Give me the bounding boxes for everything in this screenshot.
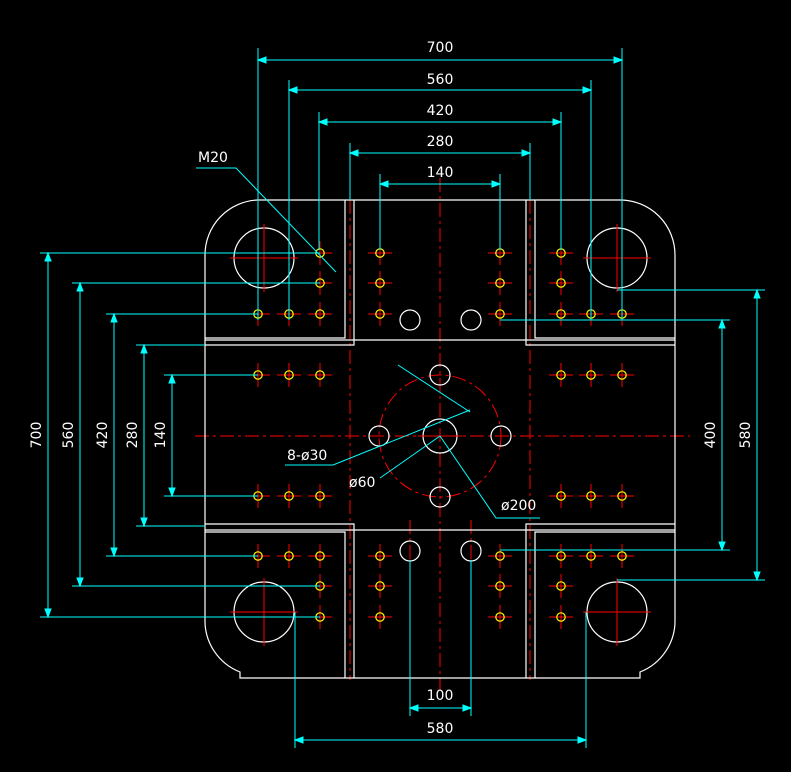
- m20-threaded-hole: [556, 551, 566, 561]
- ejector-hole: [460, 309, 482, 331]
- slot-bracket-tr: [525, 200, 675, 346]
- m20-threaded-hole: [586, 491, 596, 501]
- m20-threaded-hole: [284, 491, 294, 501]
- m20-threaded-hole: [284, 551, 294, 561]
- m20-threaded-hole: [495, 551, 505, 561]
- dim-right-400: 400: [703, 422, 719, 449]
- leader-8-d30: [285, 409, 471, 466]
- m20-threaded-hole: [556, 278, 566, 288]
- callout-small-holes: 8-ø30: [287, 448, 327, 464]
- dim-top-140: 140: [427, 165, 454, 181]
- slot-bracket-br: [525, 523, 675, 678]
- dim-bottom-100: 100: [427, 688, 454, 704]
- dim-left-420: 420: [95, 422, 111, 449]
- pcd-hole: [429, 486, 451, 508]
- pcd-hole: [429, 364, 451, 386]
- m20-threaded-hole: [315, 309, 325, 319]
- dim-left-280: 280: [125, 422, 141, 449]
- m20-threaded-hole: [556, 581, 566, 591]
- m20-threaded-hole: [315, 551, 325, 561]
- m20-threaded-hole: [375, 581, 385, 591]
- m20-threaded-hole: [315, 370, 325, 380]
- m20-threaded-hole: [375, 309, 385, 319]
- dim-right-580: 580: [738, 422, 754, 449]
- slot-bracket-tl: [205, 200, 355, 346]
- m20-threaded-hole: [495, 309, 505, 319]
- leader-d200: [439, 435, 540, 519]
- leader-d60: [397, 364, 471, 413]
- dim-top-280: 280: [427, 134, 454, 150]
- ejector-hole: [399, 309, 421, 331]
- slot-bracket-bl: [205, 523, 355, 678]
- dim-top-420: 420: [427, 103, 454, 119]
- m20-threaded-hole: [284, 370, 294, 380]
- leader-m20: [196, 167, 337, 273]
- m20-threaded-hole: [495, 612, 505, 622]
- m20-threaded-hole: [617, 370, 627, 380]
- callout-pcd: ø200: [501, 498, 536, 514]
- dim-left-560: 560: [61, 422, 77, 449]
- m20-threaded-hole: [586, 370, 596, 380]
- m20-threaded-hole: [556, 491, 566, 501]
- tiebar-centermarks: [230, 224, 651, 646]
- callout-m20: M20: [198, 150, 228, 166]
- dim-left-140: 140: [153, 422, 169, 449]
- dim-top-700: 700: [427, 40, 454, 56]
- dim-top-560: 560: [427, 72, 454, 88]
- centerlines: [195, 178, 690, 690]
- m20-threaded-hole: [315, 491, 325, 501]
- m20-threaded-hole: [495, 278, 505, 288]
- m20-threaded-hole: [375, 278, 385, 288]
- dimension-labels: 700 560 420 280 140 700 560 420 280 140 …: [29, 40, 754, 737]
- m20-threaded-hole: [495, 581, 505, 591]
- m20-threaded-hole: [375, 551, 385, 561]
- callout-center-hole: ø60: [349, 475, 375, 491]
- dim-left-700: 700: [29, 422, 45, 449]
- m20-threaded-hole: [617, 491, 627, 501]
- pcd-hole: [490, 425, 512, 447]
- m20-threaded-hole: [586, 551, 596, 561]
- dim-bottom-580: 580: [427, 721, 454, 737]
- pcd-circle: [378, 374, 502, 498]
- m20-threaded-hole: [556, 612, 566, 622]
- m20-threaded-hole: [556, 309, 566, 319]
- m20-threaded-hole: [556, 370, 566, 380]
- dimension-lines: [40, 48, 765, 748]
- m20-threaded-hole: [375, 612, 385, 622]
- outer-contour: [204, 199, 676, 679]
- m20-threaded-hole: [617, 551, 627, 561]
